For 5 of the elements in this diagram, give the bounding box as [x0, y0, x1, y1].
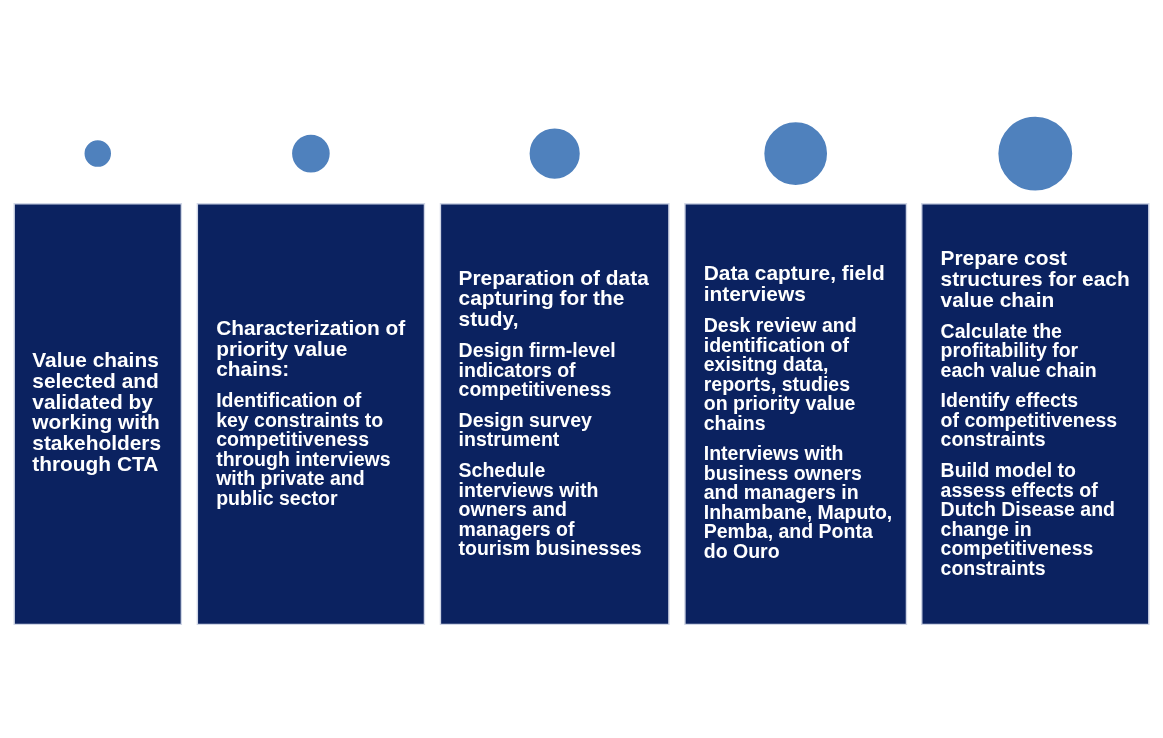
- node-box: Preparation of data capturing for the study, Design firm-level indicators of competitiveness Design survey instrument Schedule interviews with owners and managers of tourism businesses: [439, 202, 670, 625]
- node-box: Value chains selected and validated by working with stakeholders through CTA: [13, 202, 183, 625]
- node-box: Prepare cost structures for each value chain Calculate the profitability for each value chain Identify effects of competitiveness constraints Build model to assess effects of Dutch Disease and change in competitiveness constraints: [921, 202, 1150, 625]
- node-box: Data capture, field interviews Desk review and identification of exisitng data, reports, studies on priority value chains Interviews with business owners and managers in Inhambane, Maputo, Pemba, and Ponta do Ouro: [684, 202, 908, 625]
- node-box: Characterization of priority value chains: Identification of key constraints to competitiveness through interviews with private and public sector: [196, 202, 426, 625]
